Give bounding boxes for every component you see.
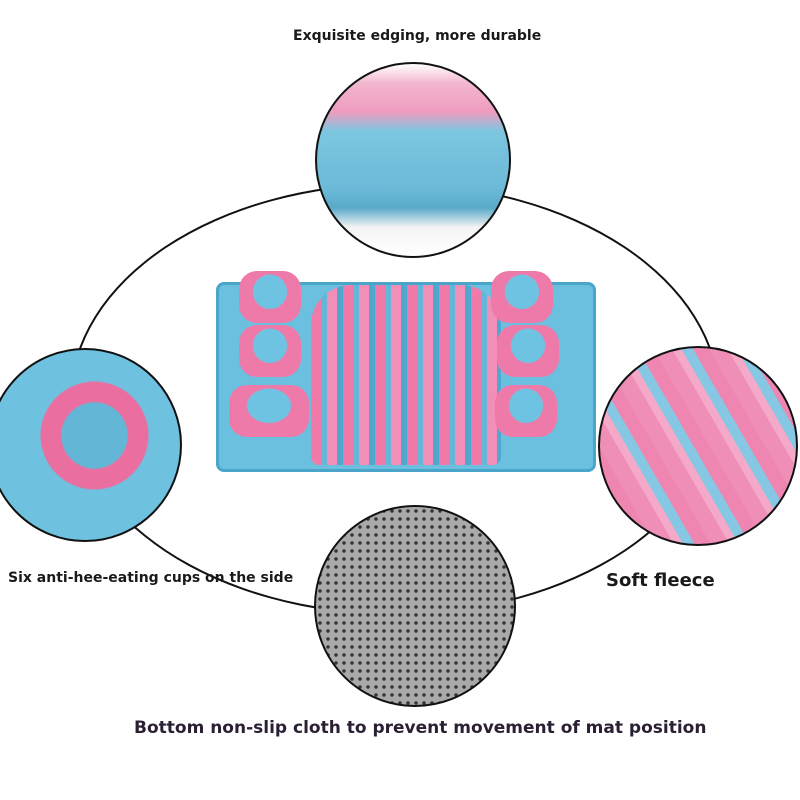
fleece-strips <box>311 285 501 465</box>
cup-detail-image <box>0 348 182 542</box>
snuffle-mat-image <box>216 271 596 472</box>
cup <box>229 385 309 437</box>
cup <box>497 325 559 377</box>
fleece-detail-image <box>598 346 798 546</box>
cups-label: Six anti-hee-eating cups on the side <box>8 570 294 586</box>
cup <box>239 325 301 377</box>
bottom-label: Bottom non-slip cloth to prevent movemen… <box>134 718 707 738</box>
cup <box>495 385 557 437</box>
cup <box>239 271 301 323</box>
edging-detail-image <box>315 62 511 258</box>
non-slip-bottom-image <box>314 505 516 707</box>
cup <box>491 271 553 323</box>
fleece-label: Soft fleece <box>606 570 715 591</box>
edging-label: Exquisite edging, more durable <box>293 28 542 44</box>
